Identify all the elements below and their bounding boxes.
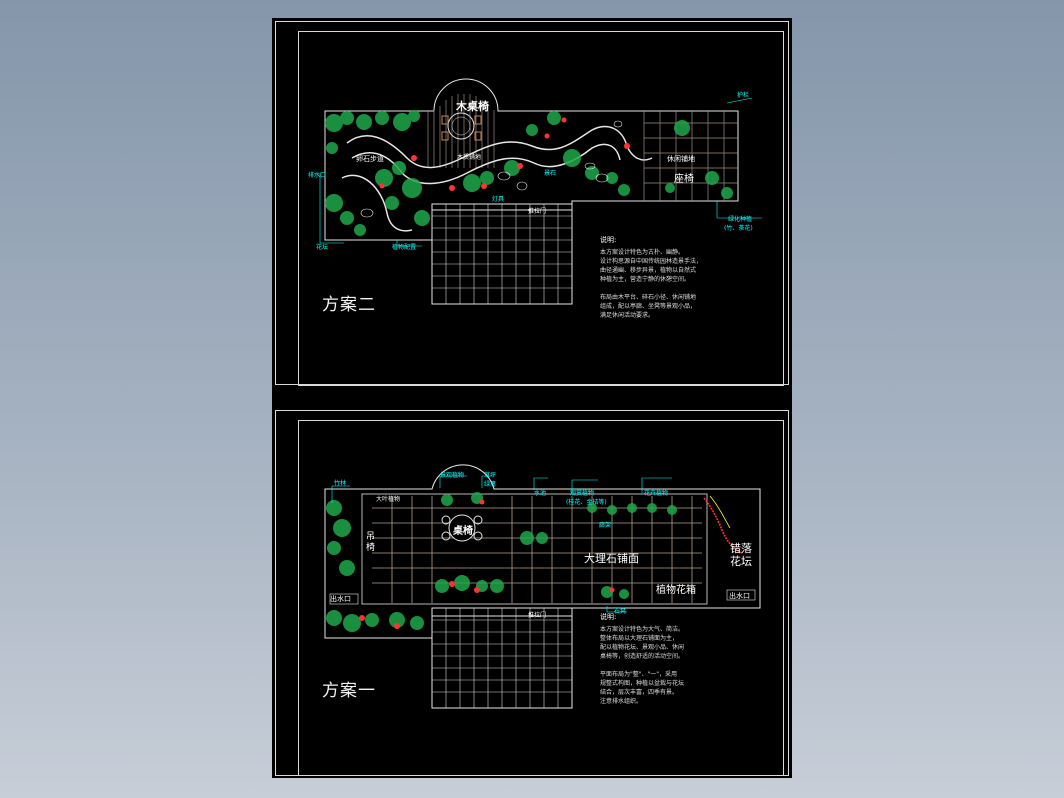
interior-grid-b	[431, 607, 573, 709]
label-railing: 护栏	[737, 92, 750, 99]
notes-line: 平面布局为"整"、"一"，采用	[600, 671, 678, 678]
notes-line: 本方案设计特色为大气、简洁。	[600, 626, 685, 633]
vegetation-bottom	[326, 492, 677, 632]
label-flower-bed-b: 错落花坛	[730, 542, 752, 568]
cad-drawing-sheet: 木桌椅 木质铺地 卵石步道 休闲铺地 座椅 景石 灯具 推拉门 护栏 排水口 花…	[272, 18, 792, 778]
label-flower-bed-top: 花坛	[316, 244, 329, 251]
leisure-paving	[643, 111, 738, 201]
label-bench: 吊椅	[366, 532, 376, 553]
notes-heading: 说明:	[600, 613, 617, 621]
notes-line	[600, 284, 780, 293]
label-callout-5: 花卉植物	[644, 490, 669, 497]
label-callout-1: 景观植物	[440, 472, 465, 479]
notes-plan-two: 说明: 本方案设计特色为古朴、幽静。 设计构思源自中国传统园林造景手法， 曲径通…	[600, 236, 780, 320]
wood-deck	[427, 94, 495, 168]
label-callout-4: 观赏植物	[570, 490, 595, 497]
notes-line: 本方案设计特色为古朴、幽静。	[600, 249, 685, 256]
notes-line: 桌椅等，创造舒适的活动空间。	[600, 653, 685, 660]
label-callout-6: 石凳	[614, 608, 627, 615]
label-marble: 大理石铺面	[584, 552, 639, 565]
panel-inner-bottom	[298, 420, 784, 776]
notes-line: 组成，配以亭廊、坐凳等景观小品，	[600, 303, 697, 310]
label-door-bottom: 推拉门	[528, 612, 547, 619]
notes-line: 结合，层次丰富，四季有景。	[600, 689, 679, 696]
stones-top	[360, 120, 623, 218]
panel-inner-top	[298, 31, 784, 386]
round-table-b	[448, 514, 476, 542]
label-drain-left: 出水口	[330, 595, 351, 603]
label-callout-3: 绿篱	[484, 481, 497, 488]
plan-two-drawing	[319, 78, 762, 305]
notes-heading: 说明:	[600, 236, 617, 244]
stepped-flower-bed	[703, 497, 743, 554]
notes-line: 种植为主，营造宁静的休憩空间。	[600, 276, 691, 283]
vegetation-top	[325, 110, 733, 236]
label-plant-border: 植物配置	[392, 244, 417, 251]
plan-one-drawing	[324, 464, 761, 709]
flowers-top	[379, 117, 630, 191]
label-table-chair: 桌椅	[453, 526, 473, 537]
scheme-title-one: 方案一	[322, 681, 376, 701]
winding-path	[346, 125, 653, 169]
label-stone: 景石	[544, 170, 557, 177]
scheme-title-two: 方案二	[322, 295, 376, 315]
notes-line: 设计构思源自中国传统园林造景手法，	[600, 258, 703, 265]
interior-grid	[431, 203, 573, 305]
label-callout-7: 水池	[534, 490, 547, 497]
round-table	[447, 112, 475, 140]
label-tree: 竹林	[334, 480, 347, 487]
notes-line: 整体布局以大理石铺面为主，	[600, 635, 679, 642]
flowers-bottom	[359, 499, 615, 629]
label-callout-2: 草坪	[484, 472, 497, 479]
label-side-plants-sub: (竹、茶花)	[724, 225, 753, 232]
label-big-plant: 大叶植物	[376, 496, 401, 503]
notes-line: 注意排水组织。	[600, 698, 643, 705]
notes-line: 满足休闲活动要求。	[600, 312, 655, 319]
label-wood-seat: 木桌椅	[456, 100, 489, 113]
site-outline	[324, 78, 739, 241]
notes-plan-one: 说明: 本方案设计特色为大气、简洁。 整体布局以大理石铺面为主， 配以植物花坛、…	[600, 613, 780, 706]
label-leisure-pave: 休闲铺地	[667, 155, 695, 163]
label-wood-deck: 木质铺地	[457, 154, 482, 161]
label-gravel-path: 卵石步道	[356, 155, 384, 163]
label-callout-4-sub: (桂花、金桔等)	[566, 499, 607, 506]
notes-line: 规整式构图，种植以盆栽与花坛	[600, 680, 685, 687]
label-side-plants: 绿化种植	[728, 216, 753, 223]
notes-line: 布局由木平台、碎石小径、休闲铺地	[600, 294, 697, 301]
label-lamp: 灯具	[492, 196, 505, 203]
notes-line: 配以植物花坛、景观小品、休闲	[600, 644, 685, 651]
notes-line: 曲径通幽、移步异景，植物以自然式	[600, 267, 697, 274]
panel-frame-top	[275, 21, 789, 385]
label-drain-top: 排水口	[308, 172, 327, 179]
notes-line	[600, 661, 780, 670]
label-drain-right: 出水口	[729, 592, 750, 600]
label-door-top: 推拉门	[528, 208, 547, 215]
label-pergola: 廊架	[599, 522, 612, 529]
label-seat: 座椅	[674, 174, 694, 185]
label-plant-box: 植物花箱	[656, 585, 696, 596]
